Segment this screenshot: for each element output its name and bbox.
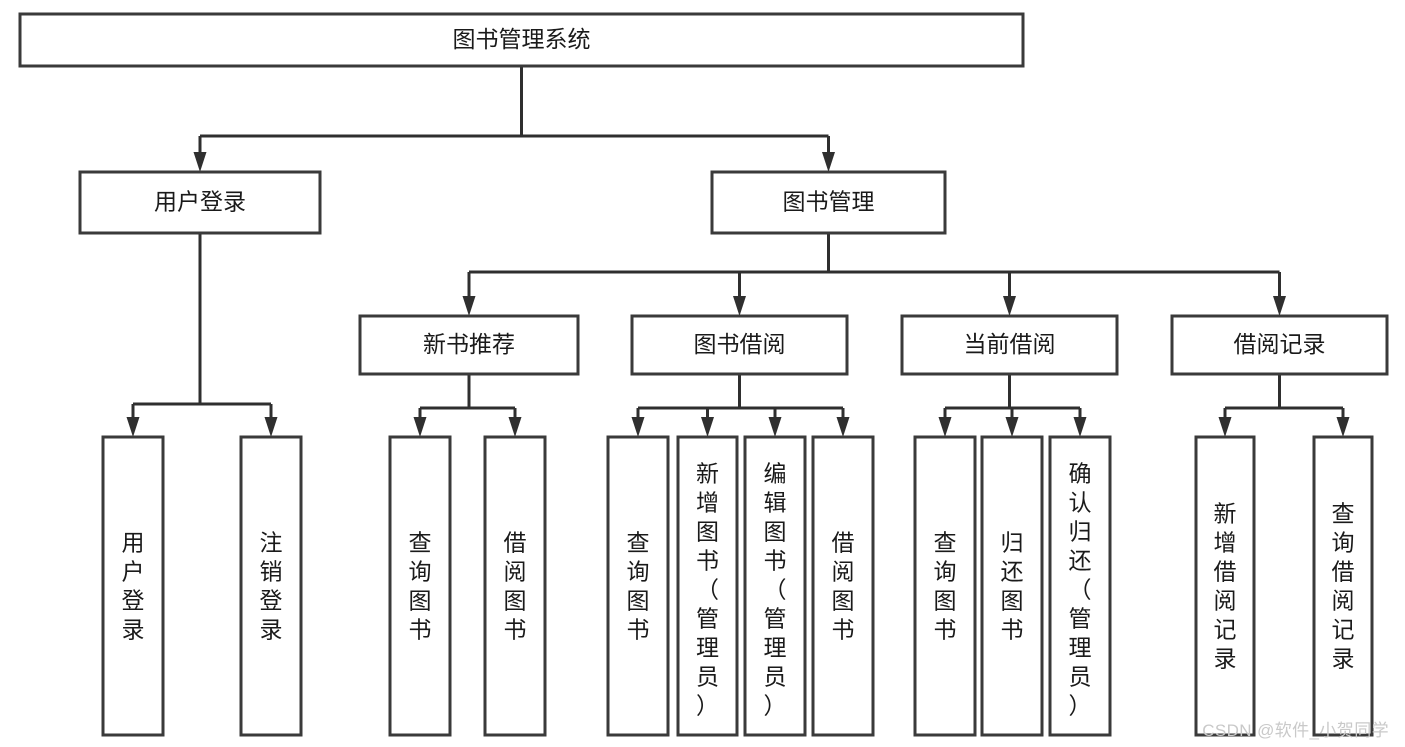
node-box: [676, 435, 739, 737]
arrow-head-icon: [264, 417, 278, 437]
node-box: [483, 435, 547, 737]
arrow-head-icon: [631, 417, 645, 437]
node-label: 用户登录: [122, 530, 145, 643]
node-label: 查询借阅记录: [1332, 501, 1355, 672]
node-box: [980, 435, 1044, 737]
arrow-head-icon: [1273, 296, 1286, 316]
node-box: [743, 435, 807, 737]
node-leaf-add-record[interactable]: 新增借阅记录: [1194, 435, 1256, 737]
node-box: [606, 435, 670, 737]
node-book-manage[interactable]: 图书管理: [710, 170, 947, 235]
arrow-head-icon: [1336, 417, 1350, 437]
node-leaf-add-book[interactable]: 新增图书（管理员）: [676, 435, 739, 737]
node-label: 查询图书: [409, 530, 432, 643]
node-leaf-query-book-1[interactable]: 查询图书: [388, 435, 452, 737]
node-label: 查询图书: [934, 530, 957, 643]
arrow-head-icon: [413, 417, 427, 437]
node-leaf-edit-book[interactable]: 编辑图书（管理员）: [743, 435, 807, 737]
node-label: 借阅记录: [1234, 331, 1326, 357]
node-box: [1312, 435, 1374, 737]
arrow-head-icon: [938, 417, 952, 437]
node-leaf-query-book-2[interactable]: 查询图书: [606, 435, 670, 737]
node-label: 图书管理系统: [453, 26, 591, 52]
node-leaf-confirm-return[interactable]: 确认归还（管理员）: [1048, 435, 1112, 737]
node-box: [1194, 435, 1256, 737]
node-label: 新增借阅记录: [1214, 501, 1237, 672]
node-box: [101, 435, 165, 737]
arrow-head-icon: [733, 296, 746, 316]
node-leaf-borrow-book-2[interactable]: 借阅图书: [811, 435, 875, 737]
arrow-head-icon: [1003, 296, 1016, 316]
node-box: [239, 435, 303, 737]
node-box: [358, 314, 580, 376]
node-label: 归还图书: [1001, 530, 1024, 643]
node-label: 确认归还（管理员）: [1069, 461, 1092, 719]
node-box: [1048, 435, 1112, 737]
node-box: [630, 314, 849, 376]
node-layer: 图书管理系统用户登录图书管理新书推荐图书借阅当前借阅借阅记录用户登录注销登录查询…: [18, 12, 1389, 737]
connector-layer: [126, 66, 1350, 437]
node-leaf-return-book[interactable]: 归还图书: [980, 435, 1044, 737]
watermark-label: CSDN @软件_小贺同学: [1202, 721, 1389, 740]
node-label: 编辑图书（管理员）: [764, 461, 787, 719]
arrow-head-icon: [1218, 417, 1232, 437]
arrow-head-icon: [193, 152, 207, 172]
node-borrow-record[interactable]: 借阅记录: [1170, 314, 1389, 376]
node-leaf-borrow-book-1[interactable]: 借阅图书: [483, 435, 547, 737]
node-label: 借阅图书: [832, 530, 855, 643]
arrow-head-icon: [701, 417, 714, 437]
node-leaf-query-book-3[interactable]: 查询图书: [913, 435, 977, 737]
node-leaf-logout[interactable]: 注销登录: [239, 435, 303, 737]
arrow-head-icon: [1005, 417, 1019, 437]
arrow-head-icon: [836, 417, 850, 437]
arrow-head-icon: [768, 417, 782, 437]
node-label: 图书管理: [783, 189, 875, 215]
node-label: 新书推荐: [423, 331, 515, 357]
arrow-head-icon: [508, 417, 522, 437]
node-box: [710, 170, 947, 235]
node-user-login[interactable]: 用户登录: [78, 170, 322, 235]
node-box: [388, 435, 452, 737]
node-book-borrow[interactable]: 图书借阅: [630, 314, 849, 376]
node-new-book-rec[interactable]: 新书推荐: [358, 314, 580, 376]
node-label: 查询图书: [627, 530, 650, 643]
node-label: 用户登录: [154, 189, 246, 215]
node-root[interactable]: 图书管理系统: [18, 12, 1025, 68]
node-label: 新增图书（管理员）: [696, 461, 719, 719]
node-leaf-query-record[interactable]: 查询借阅记录: [1312, 435, 1374, 737]
node-label: 当前借阅: [964, 331, 1056, 357]
node-label: 注销登录: [260, 530, 283, 643]
node-box: [78, 170, 322, 235]
node-box: [900, 314, 1119, 376]
node-box: [811, 435, 875, 737]
node-label: 借阅图书: [504, 530, 527, 643]
node-leaf-user-login[interactable]: 用户登录: [101, 435, 165, 737]
node-box: [18, 12, 1025, 68]
arrow-head-icon: [462, 296, 476, 316]
arrow-head-icon: [126, 417, 140, 437]
arrow-head-icon: [1073, 417, 1087, 437]
node-current-borrow[interactable]: 当前借阅: [900, 314, 1119, 376]
node-label: 图书借阅: [694, 331, 786, 357]
arrow-head-icon: [822, 152, 835, 172]
node-box: [1170, 314, 1389, 376]
node-box: [913, 435, 977, 737]
